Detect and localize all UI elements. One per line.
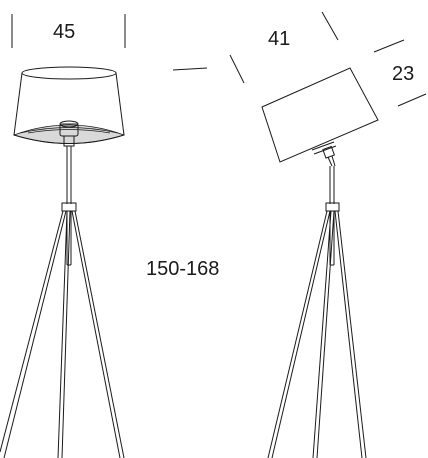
tilted-lamp-shade [261,67,379,163]
shade-height-dimension: 23 [373,39,427,107]
tilted-tripod-joint [325,202,340,212]
tilted-view-lamp [261,67,379,458]
front-lamp-pole [61,146,77,266]
shade-width-label: 45 [53,21,75,43]
depth-extension-line-left [229,54,245,84]
depth-extension-line-right [321,11,339,41]
height-extension-line-top [373,39,405,53]
shade-top-rim [21,66,117,80]
front-view-lamp [0,66,126,458]
tripod-joint [61,202,77,212]
shade-width-dimension: 45 [11,14,126,48]
shade-height-label: 23 [392,63,414,85]
depth-leader-left [172,67,208,71]
front-lamp-tripod-legs [0,210,125,458]
height-extension-line-bottom [397,93,427,107]
shade-depth-dimension: 41 [172,11,339,84]
tilted-lamp-pole [325,166,340,266]
tilted-lamp-tripod-legs [267,210,367,458]
tilted-lamp-head [311,141,337,167]
overall-height-label: 150-168 [146,258,219,280]
shade-depth-label: 41 [268,28,290,50]
front-lamp-shade [12,66,126,147]
